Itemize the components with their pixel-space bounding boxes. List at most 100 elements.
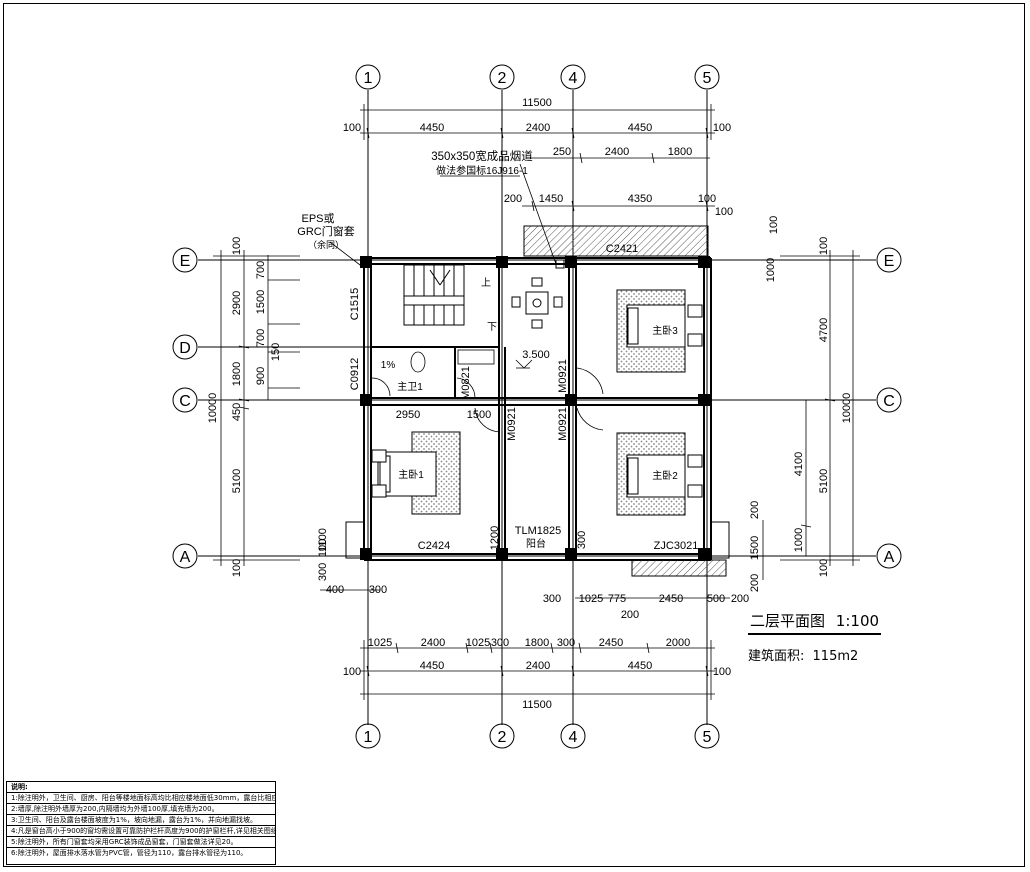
axis-bubble-A-right — [876, 543, 902, 569]
plan-title: 二层平面图 1:100 — [748, 610, 882, 635]
label-flue-ref: 做法参国标16J916-1 — [436, 164, 528, 177]
dim-inner-1200: 1200 — [489, 526, 501, 550]
axis-lines — [198, 90, 876, 725]
dim-bd-300b: 300 — [557, 637, 575, 649]
label-bed2: 主卧2 — [652, 469, 678, 482]
axis-bubble-1 — [355, 64, 381, 90]
label-same: （余同） — [308, 239, 344, 250]
axis-label-A-right: A — [884, 549, 895, 566]
dim-top-100c: 100 — [698, 193, 716, 205]
note-line: 4:凡是窗台高小于900的窗均需设置可靠防护栏杆高度为900的护窗栏杆,详见相关… — [7, 826, 275, 837]
note-line: 5:除注明外，所有门窗套均采用GRC装饰成品窗套，门窗套做法详见20。 — [7, 837, 275, 848]
label-bed3: 主卧3 — [652, 324, 678, 337]
left-bay — [345, 521, 365, 559]
dim-left-5100: 5100 — [231, 469, 243, 493]
dim-inner-2950: 2950 — [396, 409, 420, 421]
dim-bd-2450: 2450 — [599, 637, 623, 649]
axis-bubble-2 — [489, 64, 515, 90]
dim-bd2-1025: 1025 — [579, 593, 603, 605]
axis-label-1-bottom: 1 — [364, 729, 373, 746]
axis-label-4-bottom: 4 — [569, 729, 578, 746]
columns — [360, 256, 710, 560]
label-level: 3.500 — [522, 349, 550, 361]
dim-bottom-4450a: 4450 — [420, 660, 444, 672]
building-area: 建筑面积: 115m2 — [748, 645, 881, 664]
label-c2424: C2424 — [418, 540, 450, 552]
bottom-dimension-chain — [320, 589, 730, 700]
dim-inner-300: 300 — [576, 531, 588, 549]
bedroom-2 — [616, 432, 703, 516]
label-tlm1825: TLM1825 — [515, 525, 561, 537]
dim-left-total: 10000 — [207, 393, 219, 424]
plan-scale: 1:100 — [835, 612, 880, 630]
dim-rb-1500: 1500 — [749, 536, 761, 560]
axis-label-2-bottom: 2 — [498, 729, 507, 746]
axis-label-C: C — [179, 393, 191, 410]
label-eps: EPS或 — [301, 212, 334, 225]
note-line: 1:除注明外，卫生间、厨房、阳台等楼地面标高均比相应楼地面低30mm，露台比相应… — [7, 793, 275, 804]
axis-bubble-A — [172, 543, 198, 569]
note-line: 3:卫生间、阳台及露台楼面坡度为1%，坡向地漏，露台为1%，并向地漏找坡。 — [7, 815, 275, 826]
dim-top-4450b: 4450 — [628, 122, 652, 134]
label-m0821: M0821 — [460, 366, 472, 400]
label-m0921c: M0921 — [506, 407, 518, 441]
dim-ls-700a: 700 — [255, 261, 267, 279]
top-dimension-chain — [360, 104, 715, 212]
dim-top-1800: 1800 — [668, 146, 692, 158]
dim-bd2-200a: 200 — [731, 593, 749, 605]
label-c2421: C2421 — [606, 243, 638, 255]
dim-bd-1800: 1800 — [525, 637, 549, 649]
dim-left-100b: 100 — [231, 559, 243, 577]
axis-bubble-5 — [694, 64, 720, 90]
dim-bd2-2450: 2450 — [659, 593, 683, 605]
note-line: 6:除注明外，屋面排水落水管为PVC管，管径为110，露台排水管径为110。 — [11, 849, 248, 857]
dim-rs-1000b: 1000 — [793, 528, 805, 552]
dim-ls-150: 150 — [270, 343, 282, 361]
dim-bd-1025b: 1025 — [466, 637, 490, 649]
dim-bd-300a: 300 — [491, 637, 509, 649]
bottom-balcony — [631, 559, 727, 577]
dim-top-4350: 4350 — [628, 193, 652, 205]
dim-rs-1000a: 1000 — [765, 258, 777, 282]
notes-table: 说明: 1:除注明外，卫生间、厨房、阳台等楼地面标高均比相应楼地面低30mm，露… — [6, 781, 276, 865]
dim-right-100a: 100 — [818, 237, 830, 255]
dim-rs-4100: 4100 — [793, 452, 805, 476]
axis-label-A: A — [180, 549, 191, 566]
label-zjc3021: ZJC3021 — [654, 540, 699, 552]
dim-bl-300: 300 — [369, 584, 387, 596]
label-balcony: 阳台 — [526, 537, 546, 550]
label-m0921a: M0921 — [557, 359, 569, 393]
dim-bottom-total: 11500 — [522, 699, 552, 711]
building-area-label: 建筑面积: — [748, 649, 805, 664]
notes-title: 说明: — [7, 782, 275, 793]
dim-rb-200b: 200 — [749, 574, 761, 592]
dim-top-2400: 2400 — [526, 122, 550, 134]
dim-lsm-1100: 1100 — [317, 528, 329, 552]
dim-bottom-100b: 100 — [713, 666, 731, 678]
stair — [403, 264, 465, 326]
doors — [371, 367, 604, 433]
axis-label-E-right: E — [884, 253, 895, 270]
dim-bd2-500: 500 — [707, 593, 725, 605]
bath-fixtures — [410, 349, 495, 373]
dim-top-100d: 100 — [715, 206, 733, 218]
plan-title-text: 二层平面图 — [750, 612, 826, 630]
drawing-frame — [3, 3, 1025, 867]
axis-bubble-D — [172, 334, 198, 360]
dim-bottom-2400: 2400 — [526, 660, 550, 672]
axis-bubble-1-bottom — [355, 723, 381, 749]
label-c0912: C0912 — [349, 358, 361, 390]
axis-bubble-4-bottom — [560, 723, 586, 749]
dim-bd-1025a: 1025 — [368, 637, 392, 649]
axis-label-1: 1 — [364, 70, 373, 87]
dim-bd-2400: 2400 — [421, 637, 445, 649]
left-dimension-chain — [213, 250, 300, 566]
dim-right-5100: 5100 — [818, 469, 830, 493]
axis-bubbles — [172, 64, 902, 749]
dim-lsm-300: 300 — [317, 563, 329, 581]
dim-top-1450: 1450 — [539, 193, 563, 205]
axis-bubble-E — [172, 247, 198, 273]
top-balcony — [523, 225, 709, 257]
drawing-title-block: 二层平面图 1:100 建筑面积: 115m2 — [748, 610, 882, 664]
